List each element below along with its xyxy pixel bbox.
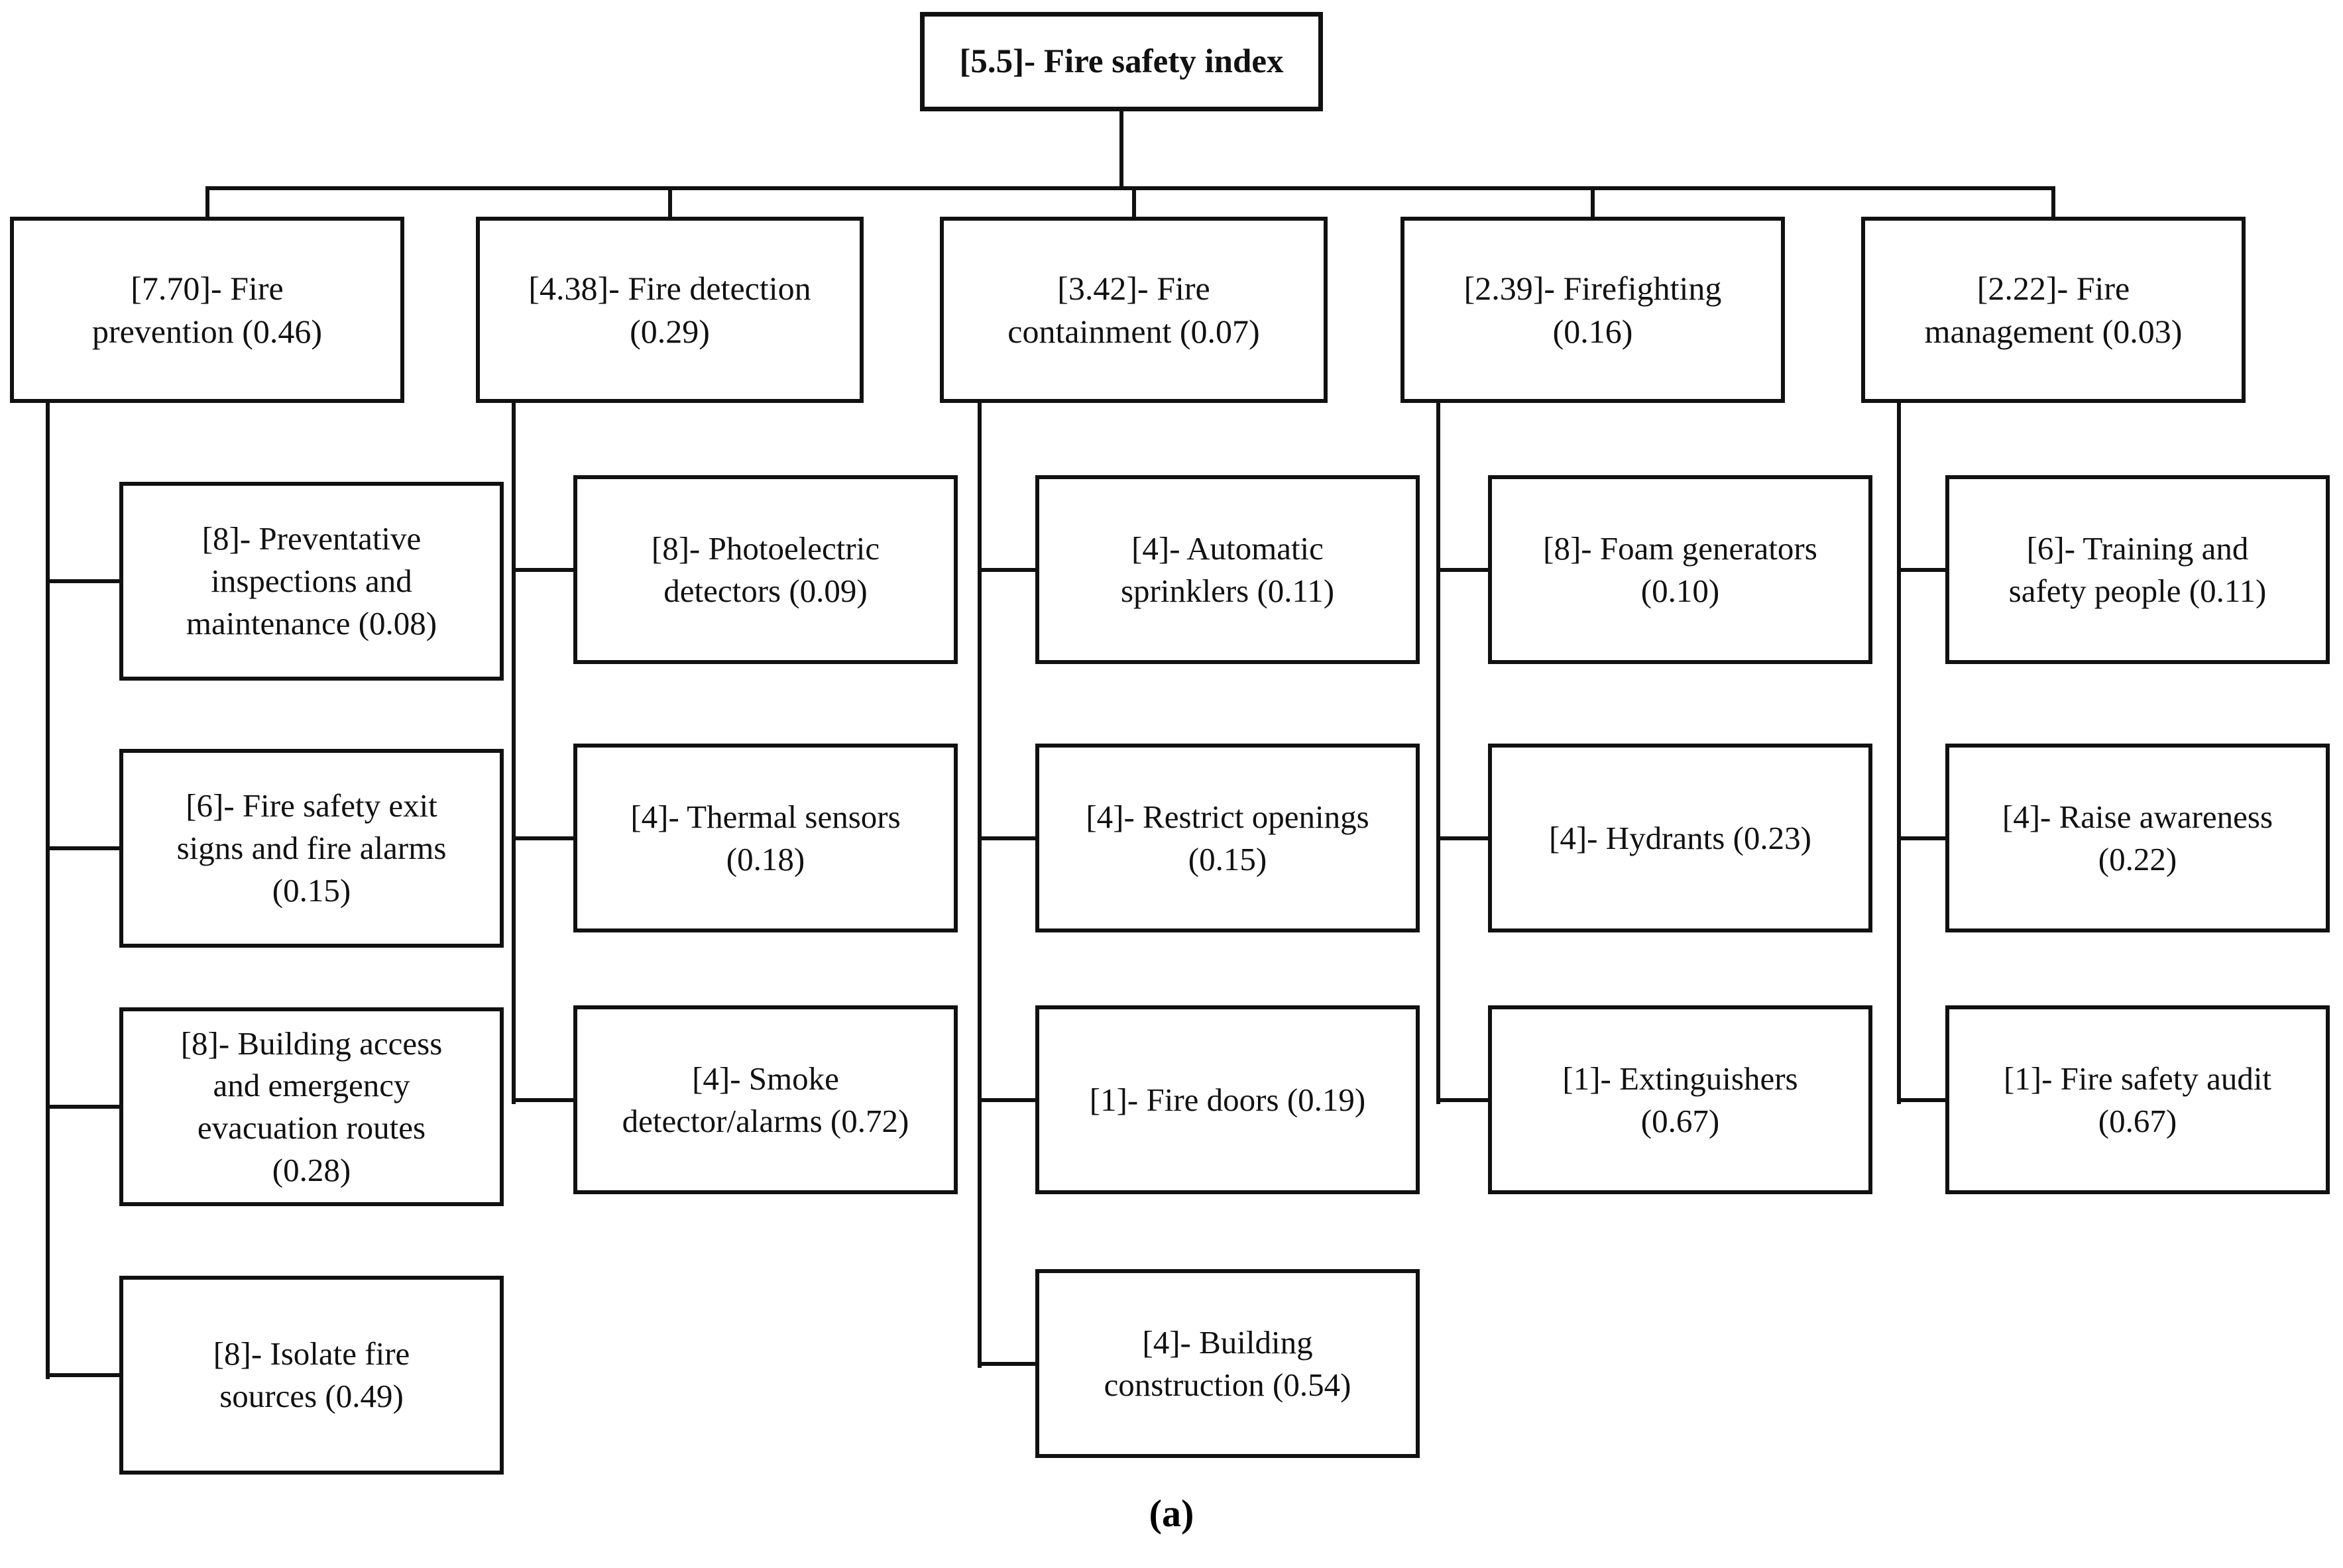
node-automatic-sprinklers: [4]- Automatic sprinklers (0.11) (1035, 475, 1420, 664)
stub-building-construction (978, 1362, 1039, 1366)
node-label-building-access-evacuation: [8]- Building access and emergency evacu… (180, 1025, 443, 1188)
spine-fire-prevention (46, 399, 50, 1379)
stub-hydrants (1436, 836, 1492, 840)
node-label-firefighting: [2.39]- Firefighting (0.16) (1463, 269, 1722, 350)
node-label-restrict-openings: [4]- Restrict openings (0.15) (1086, 798, 1369, 877)
spine-firefighting (1436, 399, 1440, 1104)
node-photoelectric-detectors: [8]- Photoelectric detectors (0.09) (573, 475, 958, 664)
node-fire-management: [2.22]- Fire management (0.03) (1861, 217, 2246, 403)
node-label-fire-management: [2.22]- Fire management (0.03) (1924, 269, 2183, 350)
node-foam-generators: [8]- Foam generators (0.10) (1488, 475, 1872, 664)
node-label-smoke-detector-alarms: [4]- Smoke detector/alarms (0.72) (622, 1060, 909, 1139)
node-fire-safety-exit-signs: [6]- Fire safety exit signs and fire ala… (119, 749, 504, 948)
stub-foam-generators (1436, 568, 1492, 572)
node-firefighting: [2.39]- Firefighting (0.16) (1400, 217, 1785, 403)
branch-drop-firefighting (1591, 186, 1595, 221)
node-isolate-fire-sources: [8]- Isolate fire sources (0.49) (119, 1276, 504, 1475)
root-horizontal-bus (205, 186, 2055, 190)
node-fire-safety-audit: [1]- Fire safety audit (0.67) (1945, 1005, 2330, 1194)
stub-isolate-fire-sources (46, 1373, 123, 1377)
stub-fire-doors (978, 1098, 1039, 1102)
stub-smoke-detector-alarms (512, 1098, 577, 1102)
stub-automatic-sprinklers (978, 568, 1039, 572)
node-label-automatic-sprinklers: [4]- Automatic sprinklers (0.11) (1120, 530, 1335, 609)
branch-drop-fire-detection (668, 186, 672, 221)
node-building-access-evacuation: [8]- Building access and emergency evacu… (119, 1007, 504, 1206)
node-label-building-construction: [4]- Building construction (0.54) (1104, 1323, 1351, 1403)
node-label-thermal-sensors: [4]- Thermal sensors (0.18) (630, 798, 901, 877)
node-training-safety-people: [6]- Training and safety people (0.11) (1945, 475, 2330, 664)
node-label-isolate-fire-sources: [8]- Isolate fire sources (0.49) (213, 1335, 410, 1414)
node-label-fire-containment: [3.42]- Fire containment (0.07) (1007, 269, 1260, 350)
node-fire-safety-index: [5.5]- Fire safety index (920, 12, 1323, 111)
root-drop-stem (1119, 111, 1123, 190)
stub-restrict-openings (978, 836, 1039, 840)
node-label-preventative-inspections: [8]- Preventative inspections and mainte… (186, 520, 437, 642)
node-extinguishers: [1]- Extinguishers (0.67) (1488, 1005, 1872, 1194)
branch-drop-fire-prevention (205, 186, 209, 221)
node-fire-doors: [1]- Fire doors (0.19) (1035, 1005, 1420, 1194)
node-fire-detection: [4.38]- Fire detection (0.29) (476, 217, 864, 403)
node-label-extinguishers: [1]- Extinguishers (0.67) (1562, 1060, 1798, 1139)
node-fire-prevention: [7.70]- Fire prevention (0.46) (10, 217, 404, 403)
stub-building-access-evacuation (46, 1105, 123, 1109)
stub-photoelectric-detectors (512, 568, 577, 572)
node-building-construction: [4]- Building construction (0.54) (1035, 1269, 1420, 1458)
node-label-raise-awareness: [4]- Raise awareness (0.22) (2002, 798, 2273, 877)
spine-fire-containment (978, 399, 982, 1368)
node-label-photoelectric-detectors: [8]- Photoelectric detectors (0.09) (651, 530, 880, 609)
spine-fire-management (1897, 399, 1901, 1104)
node-fire-containment: [3.42]- Fire containment (0.07) (940, 217, 1328, 403)
figure-caption: (a) (1149, 1492, 1194, 1535)
branch-drop-fire-containment (1132, 186, 1136, 221)
node-restrict-openings: [4]- Restrict openings (0.15) (1035, 744, 1420, 932)
node-label-hydrants: [4]- Hydrants (0.23) (1549, 819, 1811, 856)
branch-drop-fire-management (2051, 186, 2055, 221)
node-label-fire-prevention: [7.70]- Fire prevention (0.46) (91, 269, 323, 350)
stub-fire-safety-audit (1897, 1098, 1949, 1102)
node-label-fire-safety-audit: [1]- Fire safety audit (0.67) (2003, 1060, 2272, 1139)
stub-raise-awareness (1897, 836, 1949, 840)
node-preventative-inspections: [8]- Preventative inspections and mainte… (119, 482, 504, 681)
node-label-fire-safety-exit-signs: [6]- Fire safety exit signs and fire ala… (176, 787, 447, 909)
node-hydrants: [4]- Hydrants (0.23) (1488, 744, 1872, 932)
stub-training-safety-people (1897, 568, 1949, 572)
stub-preventative-inspections (46, 579, 123, 583)
stub-extinguishers (1436, 1098, 1492, 1102)
stub-fire-safety-exit-signs (46, 846, 123, 850)
node-label-fire-doors: [1]- Fire doors (0.19) (1089, 1081, 1366, 1118)
node-raise-awareness: [4]- Raise awareness (0.22) (1945, 744, 2330, 932)
node-label-training-safety-people: [6]- Training and safety people (0.11) (2008, 530, 2267, 609)
spine-fire-detection (512, 399, 516, 1104)
node-label-fire-safety-index: [5.5]- Fire safety index (959, 42, 1284, 80)
node-thermal-sensors: [4]- Thermal sensors (0.18) (573, 744, 958, 932)
node-label-foam-generators: [8]- Foam generators (0.10) (1543, 530, 1817, 609)
node-label-fire-detection: [4.38]- Fire detection (0.29) (528, 269, 811, 350)
node-smoke-detector-alarms: [4]- Smoke detector/alarms (0.72) (573, 1005, 958, 1194)
stub-thermal-sensors (512, 836, 577, 840)
